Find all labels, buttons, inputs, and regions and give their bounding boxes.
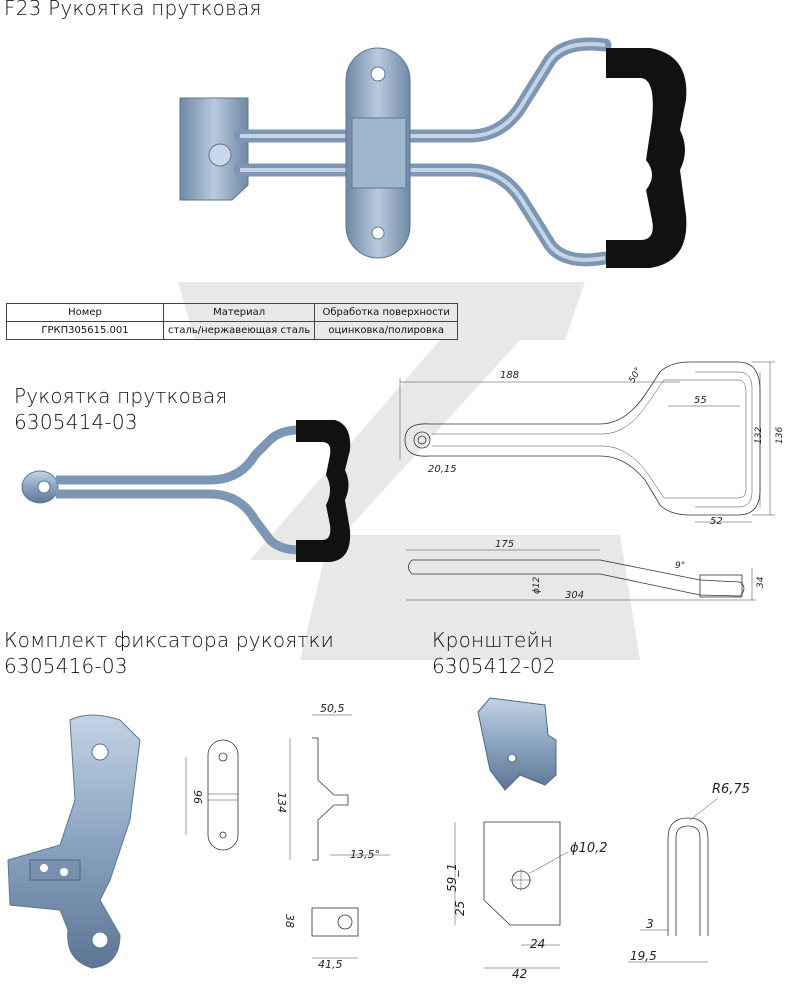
dim-20-15: 20,15 [428,464,457,475]
section-fixator-code: 6305416-03 [4,654,128,678]
spec-cell-number: ГРКП305615.001 [6,321,164,340]
page-title: F23 Рукоятка прутковая [4,0,262,20]
dim-24: 24 [530,937,545,951]
dim-9-deg: 9° [675,561,685,571]
dim-phi-10-2: ϕ10,2 [570,841,608,856]
dim-96: 96 [192,790,205,804]
dim-52: 52 [710,516,723,527]
spec-header-material: Материал [162,303,316,322]
dim-phi-12: ϕ12 [532,576,542,594]
dim-r6-75: R6,75 [712,782,750,797]
dim-136: 136 [775,427,785,444]
dim-13-5-deg: 13,5° [350,848,380,861]
dim-304: 304 [565,590,584,601]
dim-55: 55 [694,395,707,406]
section-bracket-code: 6305412-02 [432,654,556,678]
handle-side-drawing: 175 9° ϕ12 304 34 [406,539,766,601]
spec-header-finish: Обработка поверхности [314,303,459,322]
watermark-logo [178,282,640,660]
handle-top-drawing: 188 50° 55 132 136 20,15 52 [399,361,785,527]
dim-188: 188 [500,370,519,381]
dim-134: 134 [275,792,288,813]
bracket-illustration [477,697,557,791]
spec-table-row: ГРКП305615.001 сталь/нержавеющая сталь о… [6,321,459,340]
spec-table-header-row: Номер Материал Обработка поверхности [6,303,459,322]
spec-table: Номер Материал Обработка поверхности ГРК… [6,303,459,340]
dim-41-5: 41,5 [318,958,343,971]
dim-19-5: 19,5 [630,949,657,963]
section-fixator-title: Комплект фиксатора рукоятки [4,628,334,652]
dim-3: 3 [646,917,654,931]
handle-illustration [21,420,351,562]
spec-header-number: Номер [6,303,164,322]
section-bracket-title: Кронштейн [432,628,554,652]
fixator-illustration [7,714,141,969]
dim-38: 38 [283,914,296,928]
section-handle-code: 6305414-03 [14,410,138,434]
spec-cell-finish: оцинковка/полировка [314,321,459,340]
dim-132: 132 [754,427,764,444]
dim-175: 175 [495,539,514,550]
dim-34: 34 [756,576,766,588]
dim-59-1: 59_1 [445,863,459,892]
dim-50-5: 50,5 [320,702,345,715]
top-assembly-illustration [179,37,687,268]
bracket-drawings: ϕ10,2 59_1 25 24 42 R6,75 3 19,5 [445,782,750,981]
fixator-drawings: 96 50,5 134 13,5° 38 41,5 [185,702,390,971]
dim-25: 25 [453,901,467,916]
section-handle-title: Рукоятка прутковая [14,384,228,408]
spec-cell-material: сталь/нержавеющая сталь [162,321,316,340]
dim-42: 42 [512,967,527,981]
